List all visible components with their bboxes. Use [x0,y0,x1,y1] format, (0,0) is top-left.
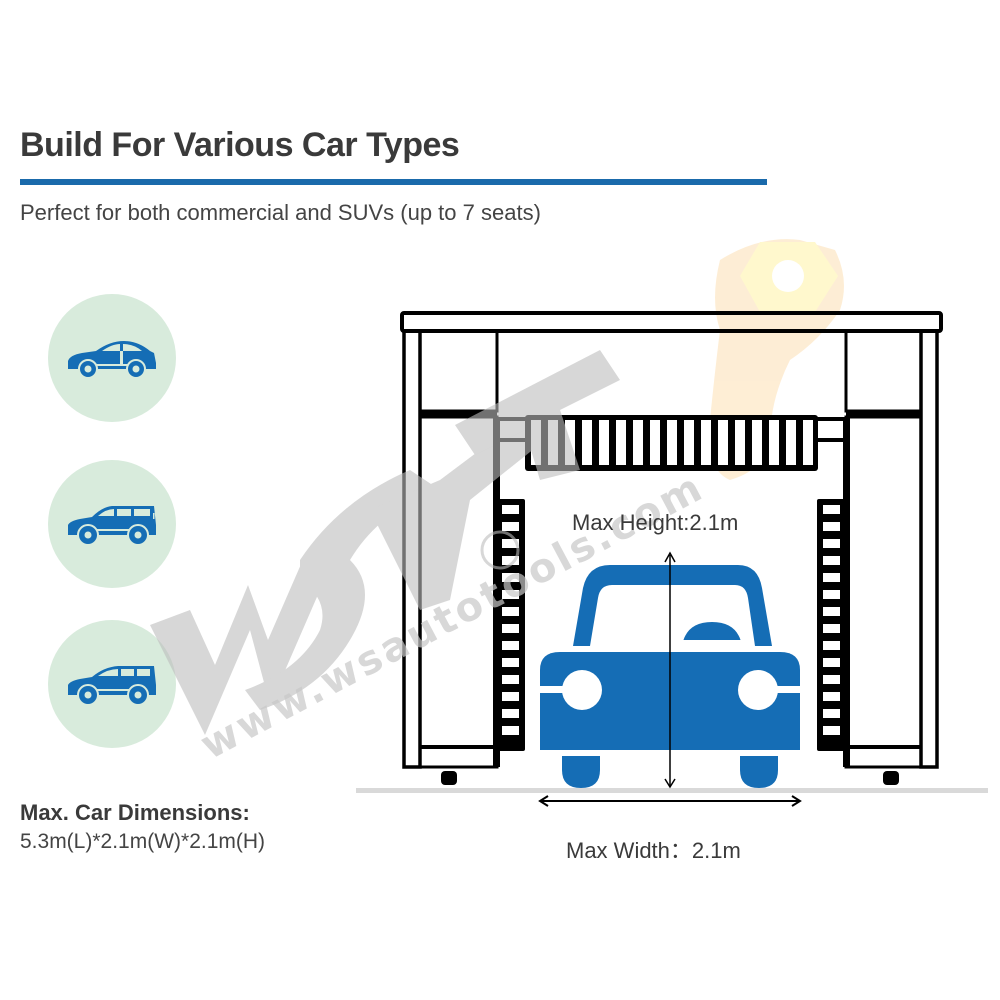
mpv-icon [68,666,156,706]
max-height-label: Max Height:2.1m [572,510,739,535]
height-arrow-icon [664,551,676,789]
width-arrow-icon [538,795,802,807]
dimensions-label: Max. Car Dimensions: [20,800,250,825]
left-outer-post [402,329,422,769]
top-beam [400,311,943,333]
dimensions-value: 5.3m(L)*2.1m(W)*2.1m(H) [20,830,266,853]
top-brush [525,415,818,471]
sedan-icon [68,341,156,379]
left-side-brush [498,499,525,751]
left-column-lower [418,415,499,769]
ground-line [356,788,988,793]
suv-icon [68,506,156,546]
right-outer-post [919,329,939,769]
right-column-upper [844,329,923,413]
page-subtitle: Perfect for both commercial and SUVs (up… [20,200,541,225]
left-column-upper [418,329,499,413]
car-type-sedan [48,294,176,422]
max-width-label: Max Width：2.1m [566,838,741,863]
page-title: Build For Various Car Types [20,126,460,164]
right-caster-wheel [883,771,899,785]
right-column-lower [844,415,923,769]
right-side-brush [817,499,845,751]
title-divider [20,179,767,185]
left-caster-wheel [441,771,457,785]
